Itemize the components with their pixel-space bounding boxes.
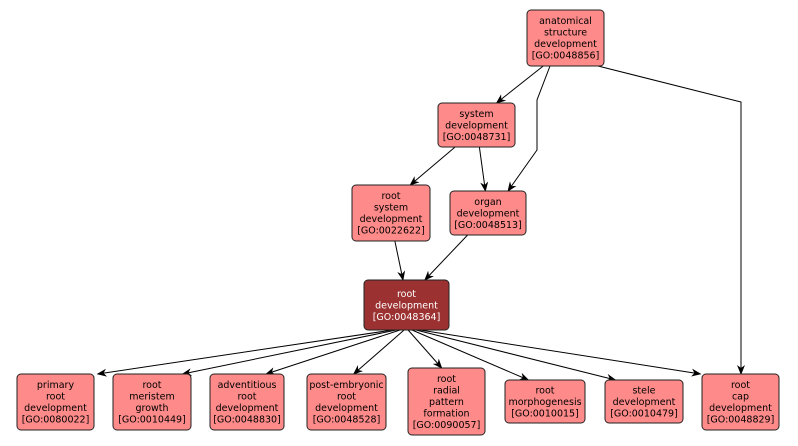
node-label-line: [GO:0022622]: [357, 226, 425, 237]
edge-rootdev-to-radial: [407, 329, 443, 369]
node-label-line: root: [46, 392, 65, 403]
node-label-line: [GO:0010015]: [511, 408, 579, 419]
edge-rootdev-to-primary: [96, 329, 393, 377]
node-label-line: [GO:0010449]: [118, 415, 186, 426]
go-term-node-postemb[interactable]: post-embryonicrootdevelopment[GO:0048528…: [306, 373, 387, 431]
edge-rootdev-to-postemb: [352, 329, 405, 375]
edge-system-to-rootsys: [409, 146, 456, 186]
node-label-line: organ: [474, 197, 501, 208]
node-label-line: development: [216, 403, 279, 414]
node-label-line: root: [237, 392, 256, 403]
node-box: [16, 373, 95, 431]
node-label-line: [GO:0048364]: [373, 312, 441, 323]
node-label-line: development: [315, 403, 378, 414]
node-label-line: root: [381, 191, 400, 202]
edge-system-to-organ: [478, 146, 489, 192]
edge-rootdev-to-advent: [265, 329, 401, 375]
node-box: [407, 367, 486, 436]
node-box: [504, 379, 586, 424]
node-box: [351, 184, 431, 242]
edge-anat-to-system: [495, 65, 544, 104]
node-box: [209, 373, 285, 431]
edge-rootsys-to-rootdev: [394, 240, 406, 281]
node-label-line: development: [445, 120, 508, 131]
node-label-line: radial: [433, 385, 460, 396]
edge-rootdev-to-morph: [411, 329, 530, 381]
node-label-line: development: [534, 39, 597, 50]
node-label-line: root: [142, 380, 161, 391]
node-label-line: [GO:0048830]: [213, 415, 281, 426]
node-label-line: root: [437, 374, 456, 385]
node-label-line: [GO:0080022]: [22, 415, 90, 426]
node-label-line: development: [360, 214, 423, 225]
node-label-line: [GO:0048856]: [532, 51, 600, 62]
node-label-line: anatomical: [539, 16, 592, 27]
node-label-line: [GO:0048829]: [707, 415, 775, 426]
node-label-line: adventitious: [218, 380, 277, 391]
edge-rootdev-to-stele: [415, 329, 617, 382]
edge-organ-to-rootdev: [424, 234, 468, 281]
node-label-line: primary: [37, 380, 75, 391]
node-box: [112, 373, 192, 431]
node-label-line: development: [375, 300, 438, 311]
node-label-line: system: [374, 203, 408, 214]
node-label-line: [GO:0048513]: [454, 220, 522, 231]
node-label-line: development: [24, 403, 87, 414]
node-label-line: [GO:0048731]: [443, 132, 511, 143]
node-box: [526, 9, 605, 67]
edge-rootdev-to-cap: [419, 329, 702, 377]
edge-anat-to-organ: [507, 65, 551, 192]
node-label-line: development: [613, 397, 676, 408]
node-box: [363, 279, 450, 331]
node-label-line: [GO:0090057]: [413, 420, 481, 431]
node-label-line: growth: [135, 403, 168, 414]
node-label-line: pattern: [429, 397, 464, 408]
node-label-line: structure: [544, 28, 587, 39]
go-term-node-anat[interactable]: anatomicalstructuredevelopment[GO:004885…: [526, 9, 605, 67]
node-box: [604, 379, 684, 424]
node-label-line: root: [731, 380, 750, 391]
node-label-line: development: [457, 208, 520, 219]
node-label-line: cap: [732, 392, 749, 403]
node-box: [449, 190, 527, 236]
node-label-line: root: [337, 392, 356, 403]
node-label-line: [GO:0010479]: [610, 408, 678, 419]
node-label-line: stele: [632, 385, 655, 396]
edge-anat-to-cap: [597, 65, 745, 375]
node-label-line: morphogenesis: [508, 397, 581, 408]
node-label-line: [GO:0048528]: [313, 415, 381, 426]
node-box: [701, 373, 780, 431]
node-label-line: root: [397, 289, 416, 300]
node-label-line: meristem: [129, 392, 174, 403]
node-label-line: system: [459, 109, 493, 120]
node-label-line: post-embryonic: [309, 380, 383, 391]
node-box: [437, 102, 516, 148]
edge-rootdev-to-meristem: [181, 329, 397, 377]
node-label-line: development: [709, 403, 772, 414]
node-label-line: formation: [423, 408, 469, 419]
node-box: [306, 373, 387, 431]
node-label-line: root: [535, 385, 554, 396]
